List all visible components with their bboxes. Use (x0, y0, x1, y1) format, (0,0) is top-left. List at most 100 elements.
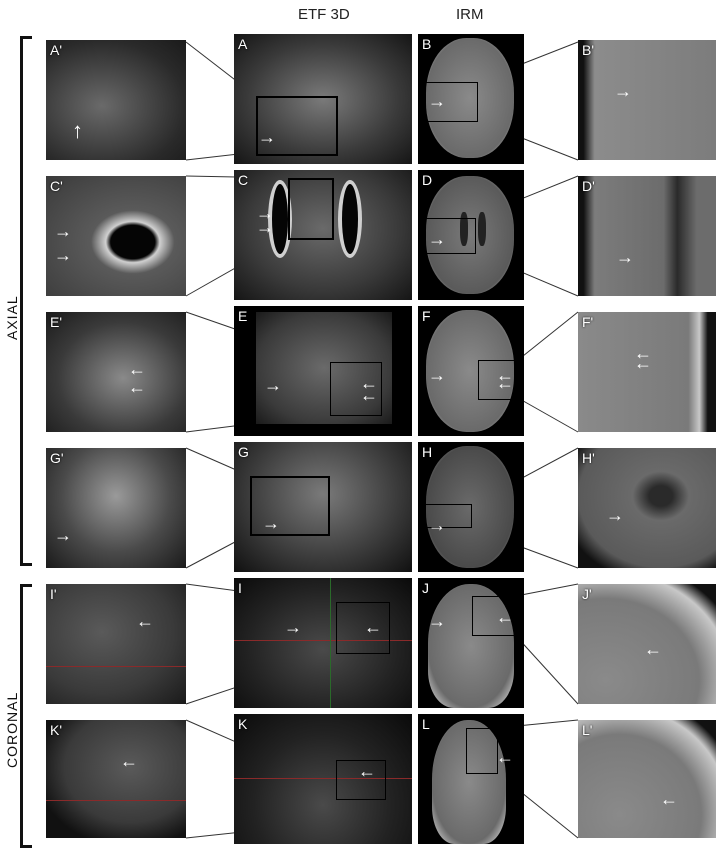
panel-label: I' (50, 586, 57, 602)
panel-d: D → (418, 170, 524, 300)
arrow-left-icon: ← (360, 373, 378, 393)
panel-a: A → (234, 34, 412, 164)
panel-label: J (422, 580, 429, 596)
panel-label: A' (50, 42, 63, 58)
arrow-up-icon: ↑ (72, 118, 83, 143)
arrow-left-icon: ← (644, 639, 662, 659)
panel-label: J' (582, 586, 592, 602)
panel-label: A (238, 36, 248, 52)
panel-l-prime: L' ← (578, 720, 716, 838)
zoom-box (250, 476, 330, 536)
panel-label: D (422, 172, 433, 188)
arrow-left-icon: ← (128, 377, 146, 397)
arrow-left-icon: ← (136, 611, 154, 631)
panel-e: E → ← ← (234, 306, 412, 436)
panel-label: C (238, 172, 249, 188)
arrow-right-icon: → (54, 525, 72, 545)
panel-f-prime: F' ← ← (578, 312, 716, 432)
arrow-left-icon: ← (496, 373, 514, 393)
panel-c-prime: C' → → (46, 176, 186, 296)
panel-f: F → ← ← (418, 306, 524, 436)
coronal-label: CORONAL (4, 691, 20, 768)
panel-i-prime: I' ← (46, 584, 186, 704)
axial-brace (20, 36, 35, 566)
arrow-left-icon: ← (358, 761, 376, 781)
panel-label: G' (50, 450, 64, 466)
arrow-right-icon: → (428, 611, 446, 631)
arrow-right-icon: → (54, 245, 72, 265)
panel-label: B' (582, 42, 595, 58)
arrow-left-icon: ← (120, 751, 138, 771)
arrow-left-icon: ← (634, 343, 652, 363)
arrow-right-icon: → (258, 127, 276, 147)
zoom-box (336, 760, 386, 800)
arrow-right-icon: → (428, 229, 446, 249)
panel-label: I (238, 580, 242, 596)
panel-d-prime: D' → (578, 176, 716, 296)
zoom-box (472, 596, 518, 636)
arrow-right-icon: → (284, 617, 302, 637)
zoom-box (424, 82, 478, 122)
panel-label: E (238, 308, 248, 324)
panel-b-prime: B' → (578, 40, 716, 160)
arrow-right-icon: → (606, 505, 624, 525)
panel-l: L ← (418, 714, 524, 844)
arrow-left-icon: ← (496, 365, 514, 385)
arrow-left-icon: ← (634, 353, 652, 373)
arrow-left-icon: ← (496, 747, 514, 767)
header-etf3d: ETF 3D (298, 6, 350, 23)
panel-k-prime: K' ← (46, 720, 186, 838)
arrow-right-icon: → (616, 247, 634, 267)
panel-label: K' (50, 722, 63, 738)
panel-c: C → → (234, 170, 412, 300)
arrow-left-icon: ← (496, 607, 514, 627)
zoom-box (336, 602, 390, 654)
arrow-left-icon: ← (128, 359, 146, 379)
arrow-right-icon: → (428, 365, 446, 385)
zoom-box (288, 178, 334, 240)
axial-label: AXIAL (4, 295, 20, 340)
zoom-box (330, 362, 382, 416)
arrow-right-icon: → (262, 513, 280, 533)
header-irm: IRM (456, 6, 484, 23)
arrow-right-icon: → (614, 81, 632, 101)
panel-label: D' (582, 178, 595, 194)
panel-label: E' (50, 314, 63, 330)
arrow-left-icon: ← (360, 385, 378, 405)
arrow-right-icon: → (264, 375, 282, 395)
panel-label: L (422, 716, 430, 732)
panel-label: C' (50, 178, 63, 194)
panel-a-prime: A' ↑ (46, 40, 186, 160)
arrow-right-icon: → (256, 203, 274, 223)
panel-j-prime: J' ← (578, 584, 716, 704)
zoom-box (256, 96, 338, 156)
arrow-left-icon: ← (660, 789, 678, 809)
panel-g-prime: G' → (46, 448, 186, 568)
arrow-right-icon: → (428, 91, 446, 111)
panel-j: J → ← (418, 578, 524, 708)
arrow-left-icon: ← (364, 617, 382, 637)
panel-label: K (238, 716, 248, 732)
zoom-box (424, 218, 476, 254)
panel-e-prime: E' ← ← (46, 312, 186, 432)
arrow-right-icon: → (54, 221, 72, 241)
panel-label: G (238, 444, 249, 460)
panel-label: B (422, 36, 432, 52)
arrow-right-icon: → (428, 515, 446, 535)
panel-i: I → ← (234, 578, 412, 708)
panel-label: H' (582, 450, 595, 466)
panel-label: L' (582, 722, 593, 738)
panel-h-prime: H' → (578, 448, 716, 568)
panel-label: F' (582, 314, 594, 330)
panel-b: B → (418, 34, 524, 164)
panel-h: H → (418, 442, 524, 572)
zoom-box (424, 504, 472, 528)
zoom-box (478, 360, 518, 400)
panel-label: F (422, 308, 431, 324)
zoom-box (466, 728, 498, 774)
panel-k: K ← (234, 714, 412, 844)
panel-label: H (422, 444, 433, 460)
panel-g: G → (234, 442, 412, 572)
coronal-brace (20, 584, 35, 848)
arrow-right-icon: → (256, 217, 274, 237)
